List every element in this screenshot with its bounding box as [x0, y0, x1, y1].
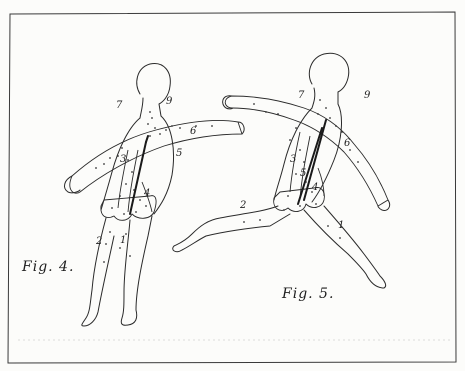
fig4-label-2: 2 — [95, 236, 102, 247]
figure-4: 7 9 6 5 3 4 2 1 Fig. 4. — [21, 64, 244, 326]
fig5-front-leg — [304, 206, 386, 288]
fig4-label-4: 4 — [143, 188, 150, 199]
fig5-label-7: 7 — [298, 90, 305, 101]
fig5-neck — [312, 88, 315, 108]
fig4-label-3: 3 — [120, 154, 126, 165]
fig4-caption: Fig. 4. — [21, 259, 74, 275]
fig5-label-3: 3 — [290, 154, 296, 165]
plate-frame — [8, 12, 456, 363]
fig5-label-6: 6 — [344, 138, 351, 149]
fig4-left-leg — [82, 218, 114, 326]
fig4-label-5: 5 — [176, 148, 182, 159]
fig4-neck — [140, 98, 143, 118]
fig5-label-1: 1 — [338, 220, 344, 231]
fig5-label-2: 2 — [239, 200, 246, 211]
fig4-arm-band — [70, 120, 242, 193]
figure-5: 7 9 6 3 5 4 2 1 Fig. 5. — [173, 53, 390, 302]
fig4-left-hand — [65, 176, 80, 193]
fig4-arrow-line — [146, 136, 148, 142]
fig4-right-leg — [121, 216, 152, 325]
fig5-label-4: 4 — [311, 182, 318, 193]
fig4-label-7: 7 — [116, 100, 123, 111]
fig4-label-1: 1 — [120, 235, 126, 246]
fig5-caption: Fig. 5. — [281, 286, 334, 302]
fig5-back-leg — [173, 206, 290, 252]
fig5-label-9: 9 — [364, 90, 371, 101]
fig4-label-6: 6 — [190, 126, 197, 137]
fig4-label-9: 9 — [166, 96, 173, 107]
fig5-label-5: 5 — [300, 168, 306, 179]
